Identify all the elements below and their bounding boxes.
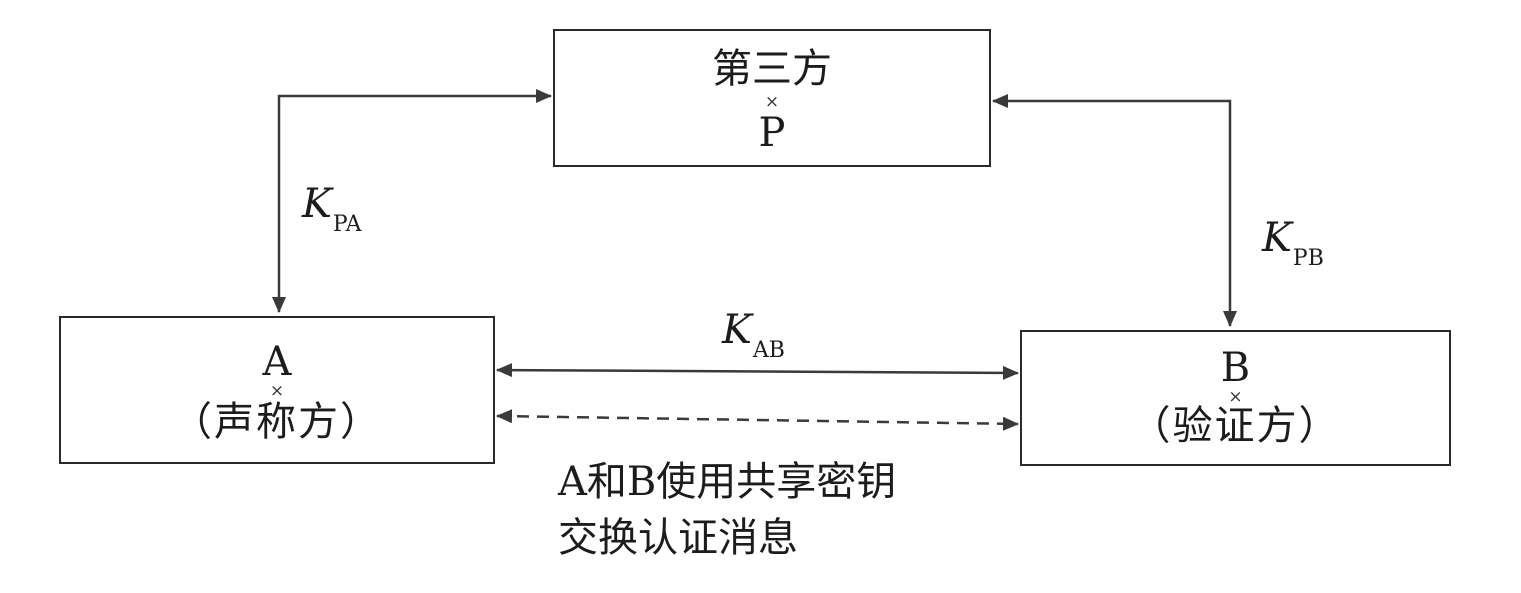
exchange-caption-line-1: A和B使用共享密钥	[558, 459, 897, 505]
node-claimant-mark: ×	[269, 381, 285, 401]
link-p-b	[992, 94, 1237, 327]
node-claimant-title: A	[262, 339, 292, 385]
node-claimant-role: （声称方）	[172, 399, 382, 445]
node-verifier-mark: ×	[1228, 387, 1243, 407]
key-label-pa-subscript: PA	[332, 212, 362, 237]
link-p-a	[272, 89, 552, 313]
node-third-party-mark: ×	[764, 92, 780, 112]
node-third-party-title: 第三方	[712, 46, 832, 92]
node-verifier-title: B	[1220, 345, 1251, 391]
node-verifier-role: （验证方）	[1130, 403, 1341, 449]
key-label-ab-subscript: AB	[752, 338, 785, 363]
node-verifier: B × （验证方）	[1020, 330, 1451, 466]
key-label-ab-symbol: K	[722, 307, 752, 353]
node-third-party-label: P	[758, 110, 786, 156]
link-a-b-solid	[496, 363, 1019, 380]
key-label-pb: KPB	[1262, 215, 1324, 271]
key-label-pa-symbol: K	[302, 181, 332, 227]
key-label-pb-subscript: PB	[1292, 246, 1324, 271]
node-third-party: 第三方 × P	[553, 29, 991, 167]
node-claimant: A × （声称方）	[59, 316, 495, 464]
link-a-b-dashed	[496, 409, 1019, 431]
key-label-pa: KPA	[302, 181, 362, 237]
key-label-ab: KAB	[722, 307, 785, 363]
exchange-caption-line-2: 交换认证消息	[558, 515, 798, 561]
key-label-pb-symbol: K	[1262, 215, 1292, 261]
exchange-caption: A和B使用共享密钥 交换认证消息	[558, 454, 896, 566]
